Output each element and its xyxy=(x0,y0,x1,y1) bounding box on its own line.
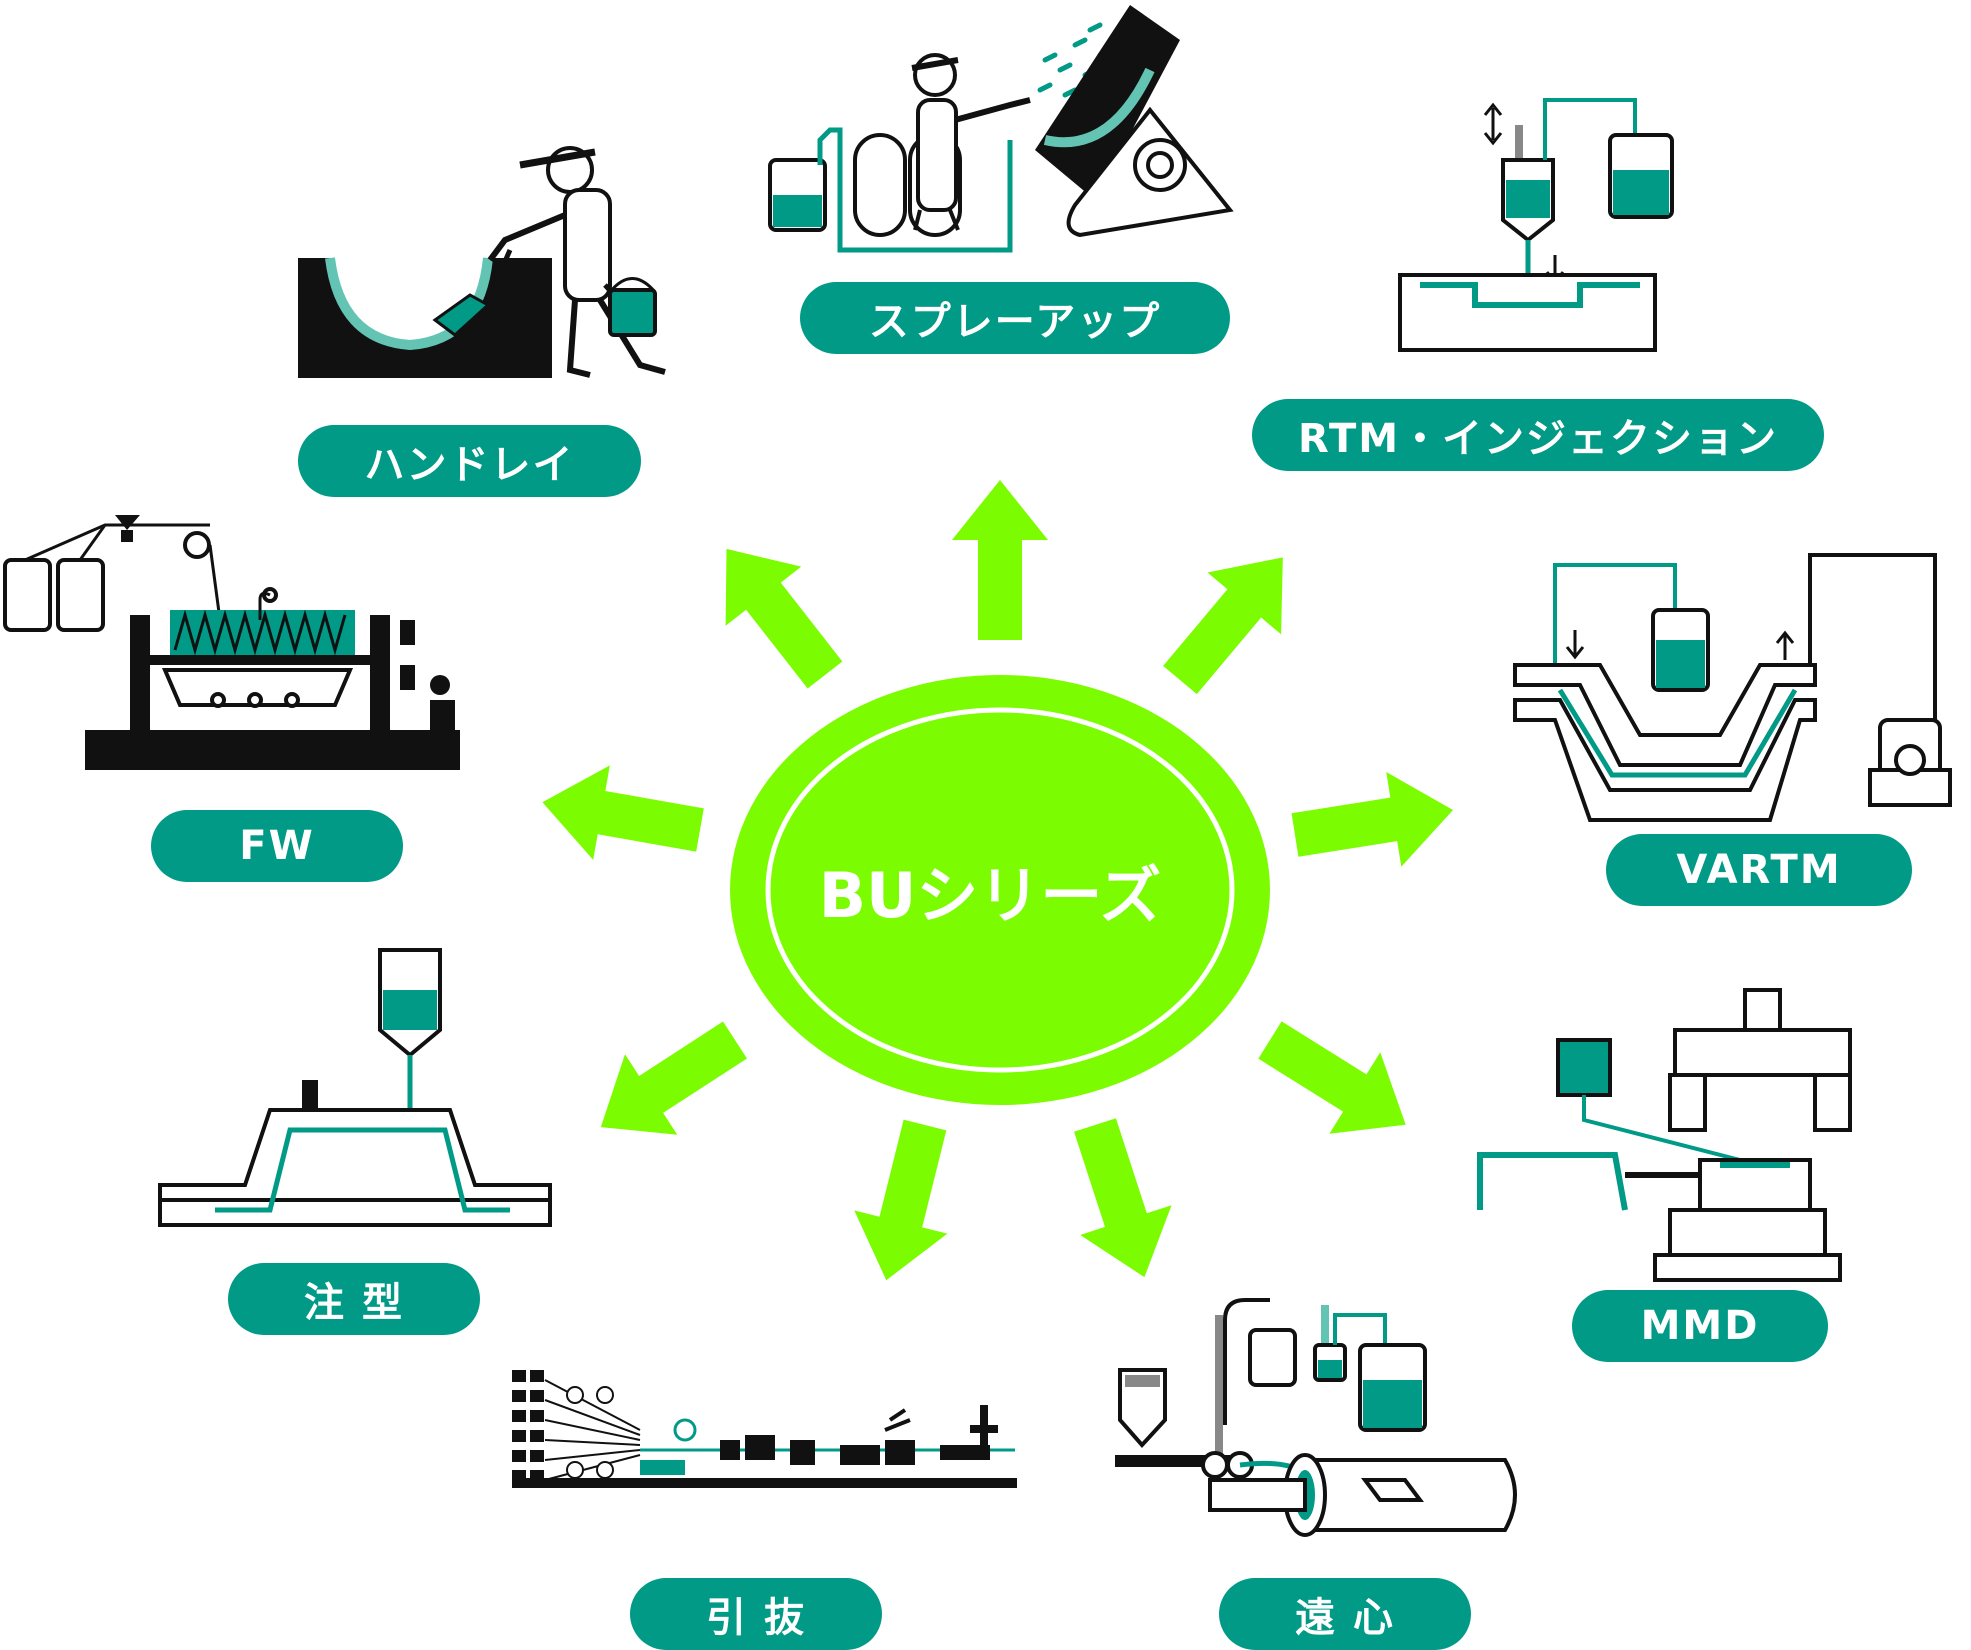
pultrusion-illustration xyxy=(512,1370,1017,1488)
center-label: BUシリーズ xyxy=(818,859,1162,932)
center-ellipse-ring xyxy=(765,707,1235,1073)
up-arrow-icon xyxy=(1775,630,1795,660)
label-centrifugal: 遠 心 xyxy=(1219,1578,1471,1650)
arrow-up-right xyxy=(1163,557,1283,695)
centrifugal-illustration xyxy=(1115,1298,1517,1537)
spray-up-illustration xyxy=(768,5,1234,253)
arrow-down-right xyxy=(1258,1021,1406,1134)
arrow-down-left-lower xyxy=(854,1119,948,1281)
mmd-illustration xyxy=(1477,988,1852,1282)
label-rtm-injection: RTM・インジェクション xyxy=(1252,399,1824,471)
arrow-up xyxy=(952,480,1048,640)
arrow-down-right-lower xyxy=(1074,1118,1172,1278)
down-arrow-icon xyxy=(1565,630,1585,660)
label-casting: 注 型 xyxy=(228,1263,480,1335)
arrow-down-left xyxy=(600,1021,747,1135)
vartm-illustration xyxy=(1513,553,1952,822)
up-down-arrow-icon xyxy=(1483,102,1503,146)
arrow-up-left xyxy=(725,548,843,689)
rtm-illustration xyxy=(1398,98,1674,352)
label-spray-up: スプレーアップ xyxy=(800,282,1230,354)
label-hand-lay: ハンドレイ xyxy=(298,425,641,497)
arrow-left xyxy=(542,765,704,860)
label-fw: FW xyxy=(151,810,403,882)
arrow-right xyxy=(1291,771,1454,867)
arrows xyxy=(542,480,1454,1281)
fw-illustration xyxy=(3,515,460,770)
label-mmd: MMD xyxy=(1572,1290,1828,1362)
center-hub xyxy=(730,675,1270,1105)
center-ellipse-outer xyxy=(730,675,1270,1105)
hand-lay-illustration xyxy=(298,146,666,378)
label-pultrusion: 引 抜 xyxy=(630,1578,882,1650)
casting-illustration xyxy=(158,948,552,1227)
label-vartm: VARTM xyxy=(1606,834,1912,906)
